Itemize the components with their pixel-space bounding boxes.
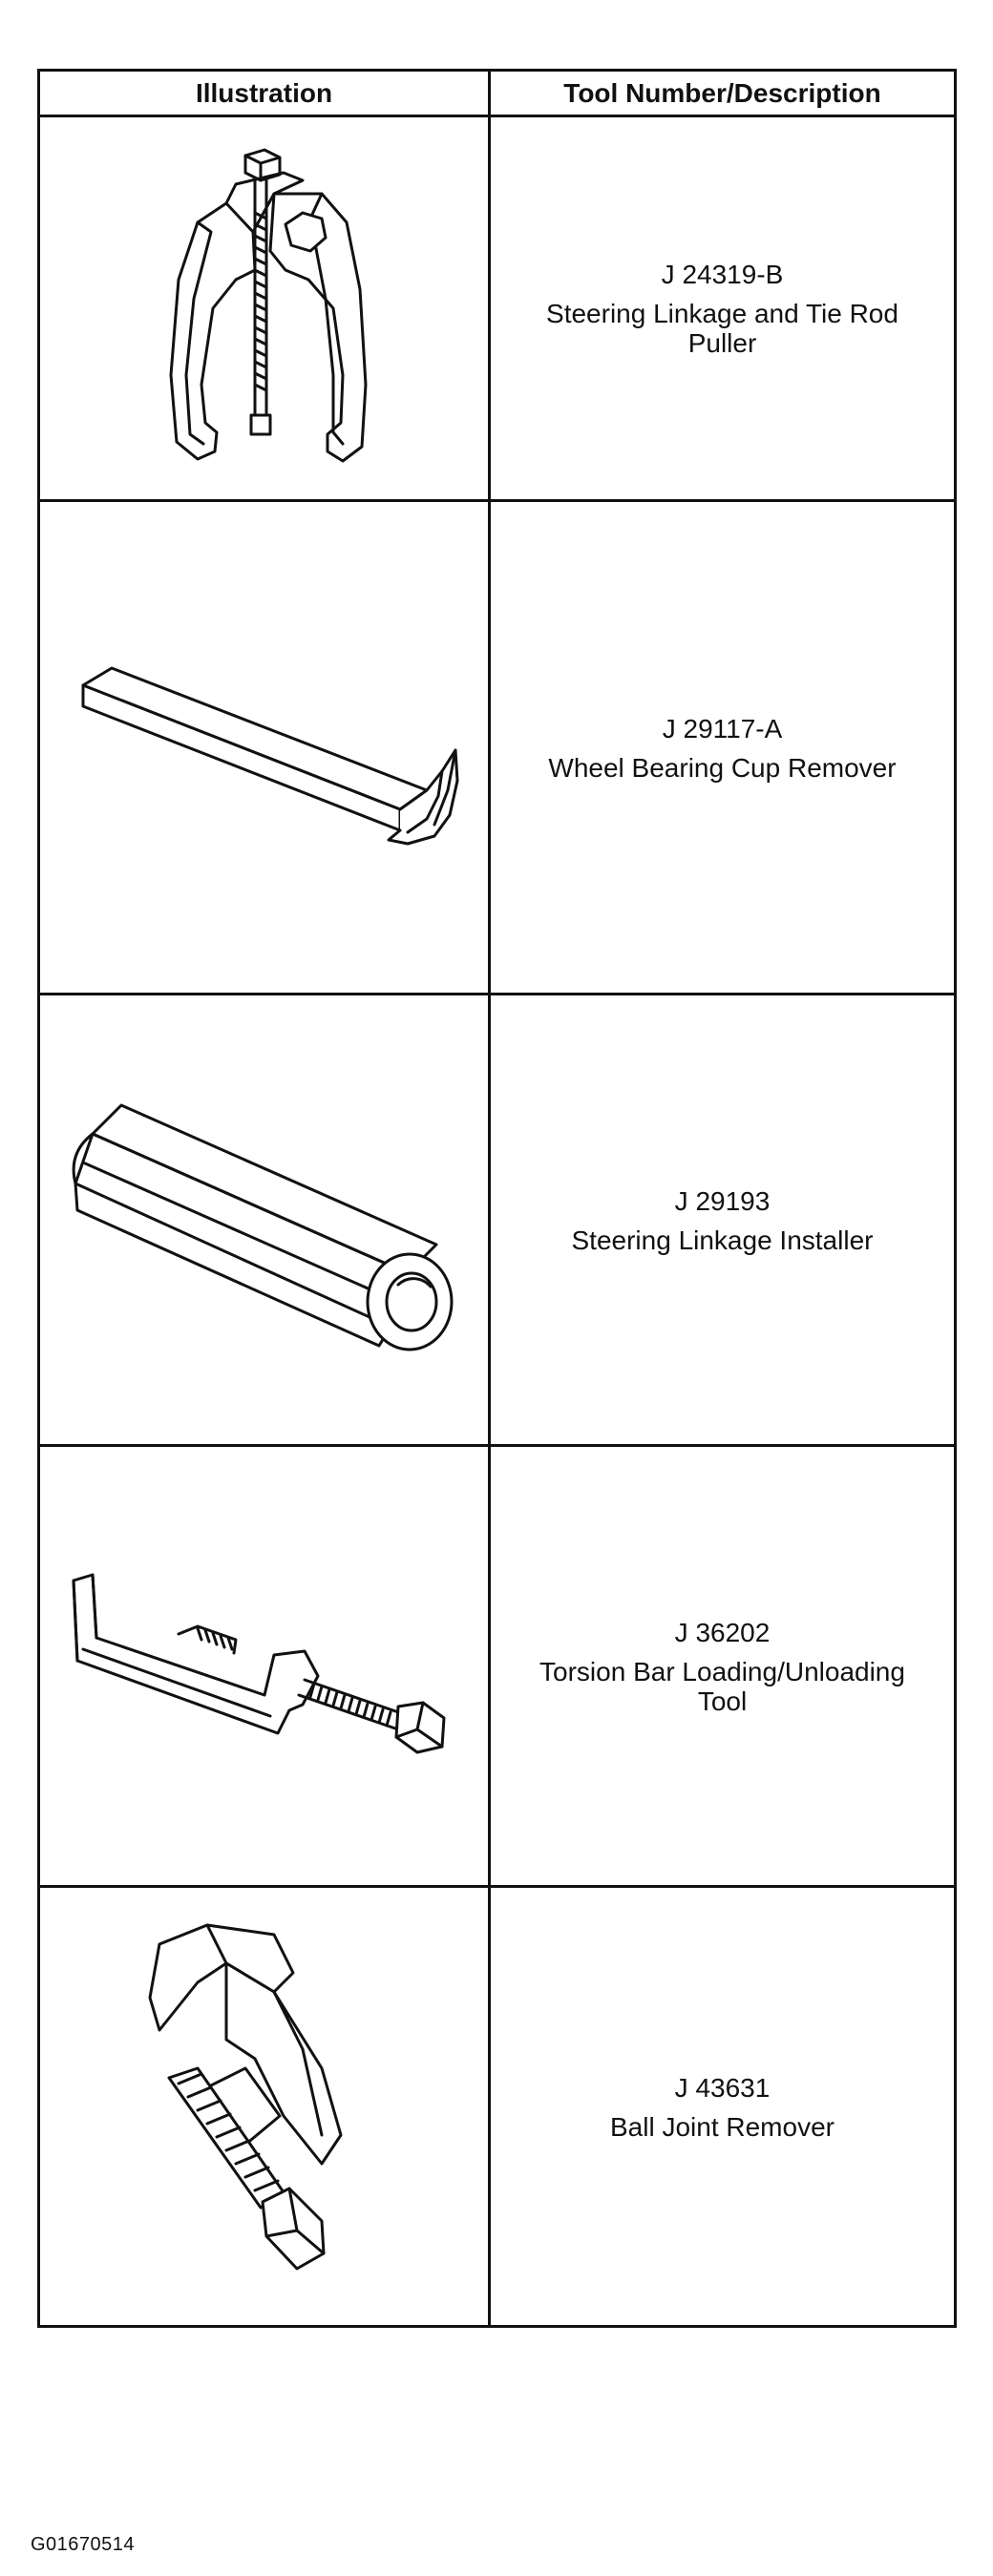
illustration-cell [37, 1885, 491, 2328]
tool-description-cell: J 24319-B Steering Linkage and Tie Rod P… [488, 115, 957, 502]
tool-description: Wheel Bearing Cup Remover [548, 752, 897, 783]
special-tools-table: Illustration Tool Number/Description [37, 69, 957, 2328]
header-illustration: Illustration [37, 69, 491, 117]
figure-id: G01670514 [31, 2534, 136, 2555]
illustration-cell [37, 499, 491, 995]
torsion-bar-tool-icon [54, 1542, 475, 1791]
ball-joint-remover-icon [102, 1906, 427, 2307]
tool-number: J 24319-B [661, 260, 784, 289]
tool-description: Ball Joint Remover [610, 2111, 835, 2142]
tool-number: J 43631 [674, 2072, 771, 2103]
steering-linkage-tie-rod-puller-icon [121, 136, 408, 480]
illustration-cell [37, 1444, 491, 1888]
tool-description-cell: J 29193 Steering Linkage Installer [488, 993, 957, 1447]
table-row: J 43631 Ball Joint Remover [37, 1885, 957, 2328]
illustration-cell [37, 993, 491, 1447]
wheel-bearing-cup-remover-icon [64, 628, 465, 867]
table-row: J 29117-A Wheel Bearing Cup Remover [37, 499, 957, 995]
tool-number: J 29193 [674, 1185, 771, 1216]
tool-number: J 36202 [674, 1617, 771, 1647]
tool-description: Steering Linkage Installer [571, 1225, 874, 1255]
illustration-cell [37, 115, 491, 502]
tool-description: Steering Linkage and Tie Rod Puller [546, 299, 898, 358]
steering-linkage-installer-icon [54, 1077, 475, 1363]
table-row: J 24319-B Steering Linkage and Tie Rod P… [37, 115, 957, 502]
table-row: J 36202 Torsion Bar Loading/Unloading To… [37, 1444, 957, 1888]
tool-description-cell: J 43631 Ball Joint Remover [488, 1885, 957, 2328]
header-tool-number-description: Tool Number/Description [488, 69, 957, 117]
tool-description-cell: J 36202 Torsion Bar Loading/Unloading To… [488, 1444, 957, 1888]
tool-description: Torsion Bar Loading/Unloading Tool [539, 1656, 905, 1716]
tool-description-cell: J 29117-A Wheel Bearing Cup Remover [488, 499, 957, 995]
table-row: J 29193 Steering Linkage Installer [37, 993, 957, 1447]
table-header-row: Illustration Tool Number/Description [37, 69, 957, 117]
tool-number: J 29117-A [662, 713, 783, 743]
